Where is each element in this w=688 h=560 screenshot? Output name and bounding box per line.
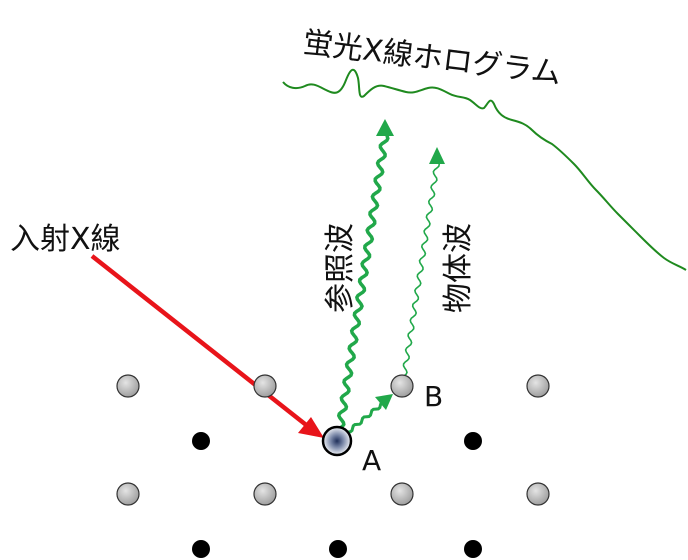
- atom-gray: [526, 374, 550, 398]
- hologram-curve: [282, 68, 687, 271]
- a-to-b-wave: [346, 401, 383, 434]
- atom-gray: [253, 374, 277, 398]
- reference-wave-arrowhead: [376, 119, 394, 136]
- atom-black: [464, 432, 482, 450]
- atom-gray: [116, 482, 140, 506]
- atom-gray-b: [390, 374, 414, 398]
- point-a-label: A: [362, 444, 381, 477]
- object-wave: [402, 163, 440, 377]
- atom-gray: [253, 482, 277, 506]
- atom-gray: [116, 374, 140, 398]
- hologram-label: 蛍光X線ホログラム: [301, 25, 563, 91]
- point-b-label: B: [424, 380, 443, 413]
- incident-xray-arrowhead: [298, 417, 324, 438]
- object-wave-arrowhead: [429, 147, 445, 164]
- atom-gray: [526, 482, 550, 506]
- atom-gray: [390, 482, 414, 506]
- a-to-b-arrowhead: [375, 394, 393, 410]
- atom-black: [464, 540, 482, 558]
- atom-black: [192, 432, 210, 450]
- atom-black: [192, 540, 210, 558]
- incident-xray-arrow: [90, 254, 312, 430]
- reference-wave: [336, 134, 390, 430]
- incident-xray-label: 入射X線: [10, 222, 121, 257]
- object-wave-label: 物体波: [441, 223, 476, 313]
- emitter-atom-a: [321, 425, 353, 457]
- atom-black: [329, 540, 347, 558]
- reference-wave-label: 参照波: [323, 223, 358, 313]
